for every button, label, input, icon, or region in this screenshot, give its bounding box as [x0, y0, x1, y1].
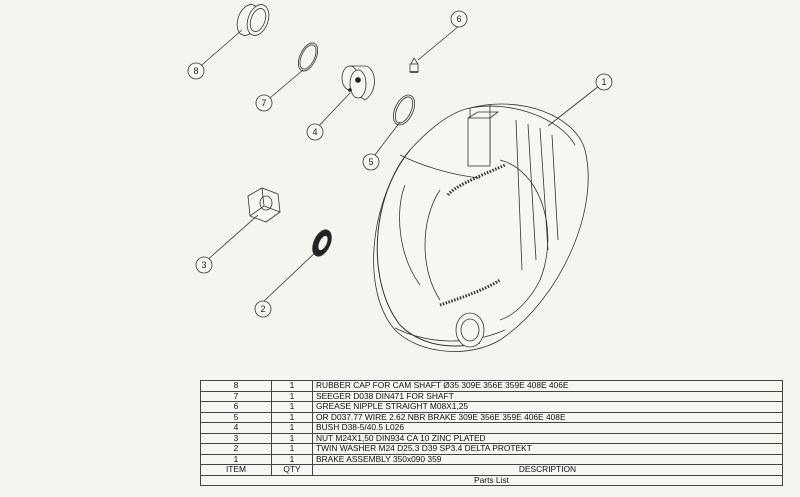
leader-line-5	[370, 121, 401, 161]
item-header: ITEM	[200, 464, 272, 476]
item-cell: 8	[200, 380, 272, 392]
leader-line-7	[263, 69, 304, 104]
hex-nut	[247, 187, 281, 223]
item-cell: 2	[200, 443, 272, 455]
seeger-ring	[297, 42, 319, 72]
parts-list-title: Parts List	[200, 474, 783, 486]
balloon-label-2: 2	[260, 304, 265, 314]
table-row: 6 1 GREASE NIPPLE STRAIGHT M08X1,25	[200, 401, 783, 413]
parts-list-table: 8 1 RUBBER CAP FOR CAM SHAFT Ø35 309E 35…	[200, 380, 783, 486]
bush	[341, 65, 375, 101]
balloon-label-8: 8	[193, 66, 198, 76]
item-cell: 4	[200, 422, 272, 434]
balloon-1	[595, 73, 613, 91]
item-cell: 5	[200, 411, 272, 423]
description-cell: RUBBER CAP FOR CAM SHAFT Ø35 309E 356E 3…	[312, 380, 783, 392]
leader-line-2	[262, 249, 319, 303]
description-cell: GREASE NIPPLE STRAIGHT M08X1,25	[312, 401, 783, 413]
qty-cell: 1	[271, 380, 313, 392]
rubber-cap	[236, 4, 270, 36]
qty-cell: 1	[271, 390, 313, 402]
balloon-label-7: 7	[261, 98, 266, 108]
item-cell: 7	[200, 390, 272, 402]
leader-line-4	[314, 92, 351, 131]
item-cell: 3	[200, 432, 272, 444]
grease-nipple	[409, 57, 419, 73]
balloon-7	[255, 94, 273, 112]
qty-cell: 1	[271, 432, 313, 444]
table-row: 5 1 OR D037.77 WIRE 2.62 NBR BRAKE 309E …	[200, 411, 783, 423]
balloon-label-3: 3	[201, 260, 206, 270]
item-cell: 6	[200, 401, 272, 413]
twin-washer	[312, 229, 332, 257]
balloon-2	[254, 300, 272, 318]
balloon-8	[187, 62, 205, 80]
balloon-3	[195, 256, 213, 274]
balloon-4	[306, 123, 324, 141]
description-cell: SEEGER D038 DIN471 FOR SHAFT	[312, 390, 783, 402]
table-row: 2 1 TWIN WASHER M24 D25.3 D39 SP3.4 DELT…	[200, 443, 783, 455]
description-cell: BUSH D38-5/40.5 L026	[312, 422, 783, 434]
qty-cell: 1	[271, 443, 313, 455]
table-header-row: ITEM QTY DESCRIPTION	[200, 464, 783, 476]
description-cell: OR D037.77 WIRE 2.62 NBR BRAKE 309E 356E…	[312, 411, 783, 423]
balloon-label-6: 6	[456, 14, 461, 24]
leader-line-1	[547, 81, 605, 127]
table-row: 8 1 RUBBER CAP FOR CAM SHAFT Ø35 309E 35…	[200, 380, 783, 392]
table-title-row: Parts List	[200, 474, 783, 486]
qty-header: QTY	[271, 464, 313, 476]
description-cell: TWIN WASHER M24 D25.3 D39 SP3.4 DELTA PR…	[312, 443, 783, 455]
description-cell: BRAKE ASSEMBLY 350x090 359	[312, 453, 783, 465]
balloon-6	[450, 10, 468, 28]
table-row: 1 1 BRAKE ASSEMBLY 350x090 359	[200, 453, 783, 465]
leader-line-8	[195, 29, 243, 71]
qty-cell: 1	[271, 422, 313, 434]
table-row: 3 1 NUT M24X1,50 DIN934 CA 10 ZINC PLATE…	[200, 432, 783, 444]
qty-cell: 1	[271, 411, 313, 423]
table-row: 7 1 SEEGER D038 DIN471 FOR SHAFT	[200, 390, 783, 402]
leader-line-6	[417, 25, 460, 61]
leader-line-3	[204, 214, 259, 263]
qty-cell: 1	[271, 401, 313, 413]
balloon-5	[362, 153, 380, 171]
o-ring	[393, 94, 415, 126]
brake-assembly	[373, 103, 589, 352]
table-row: 4 1 BUSH D38-5/40.5 L026	[200, 422, 783, 434]
balloon-label-5: 5	[368, 157, 373, 167]
item-cell: 1	[200, 453, 272, 465]
balloon-label-1: 1	[601, 77, 606, 87]
balloon-label-4: 4	[312, 127, 317, 137]
qty-cell: 1	[271, 453, 313, 465]
description-header: DESCRIPTION	[312, 464, 783, 476]
description-cell: NUT M24X1,50 DIN934 CA 10 ZINC PLATED	[312, 432, 783, 444]
